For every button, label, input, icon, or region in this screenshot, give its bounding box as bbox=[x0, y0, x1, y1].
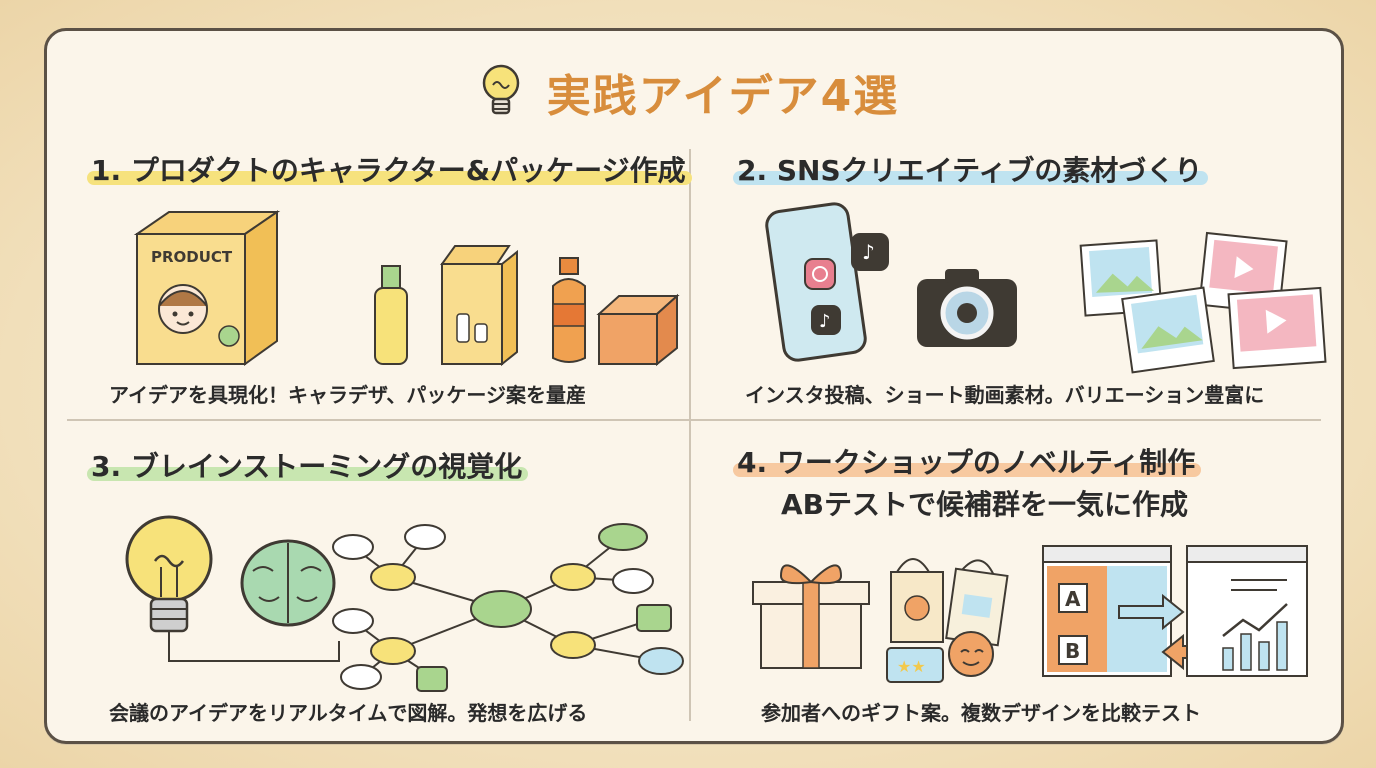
variant-b-label: B bbox=[1065, 639, 1080, 663]
header: 実践アイデア4選 bbox=[47, 57, 1341, 127]
panel-4-heading: 4. ワークショップのノベルティ制作 bbox=[737, 446, 1196, 479]
novelty-ab-test-illustration: ★★ A B bbox=[752, 545, 1308, 683]
poster-frame: 実践アイデア4選 1. プロダクトのキャラクター&パッケージ作成 PRODUCT bbox=[44, 28, 1344, 744]
product-packaging-illustration: PRODUCT bbox=[133, 210, 680, 367]
svg-text:★★: ★★ bbox=[897, 657, 926, 676]
svg-text:♪: ♪ bbox=[819, 311, 831, 332]
panel-1-heading: 1. プロダクトのキャラクター&パッケージ作成 bbox=[91, 154, 686, 187]
variant-a-label: A bbox=[1065, 587, 1081, 611]
page-title: 実践アイデア4選 bbox=[536, 60, 920, 124]
panel-2-caption: インスタ投稿、ショート動画素材。バリエーション豊富に bbox=[745, 383, 1265, 407]
panel-4-caption: 参加者へのギフト案。複数デザインを比較テスト bbox=[761, 701, 1201, 725]
panel-3-caption: 会議のアイデアをリアルタイムで図解。発想を広げる bbox=[109, 701, 588, 725]
product-label: PRODUCT bbox=[151, 248, 233, 266]
sns-creative-illustration: ♪ ♪ bbox=[765, 202, 1327, 374]
svg-text:♪: ♪ bbox=[862, 240, 875, 264]
brainstorm-mindmap-illustration bbox=[125, 515, 684, 692]
vertical-divider bbox=[689, 149, 691, 721]
panel-3-heading: 3. ブレインストーミングの視覚化 bbox=[91, 450, 523, 483]
horizontal-divider bbox=[67, 419, 1321, 421]
panel-2-heading: 2. SNSクリエイティブの素材づくり bbox=[737, 154, 1203, 187]
lightbulb-icon bbox=[482, 64, 520, 115]
panel-1-caption: アイデアを具現化！キャラデザ、パッケージ案を量産 bbox=[109, 383, 586, 407]
panel-4-subheading: ABテストで候補群を一気に作成 bbox=[781, 488, 1189, 521]
